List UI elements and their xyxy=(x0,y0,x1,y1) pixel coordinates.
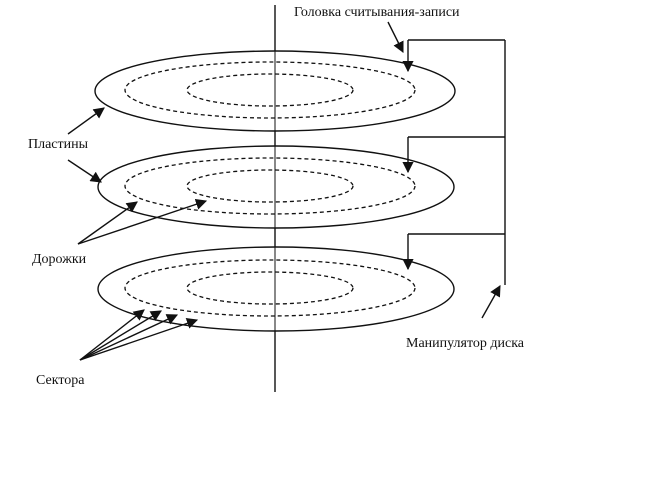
pointer-platter-middle xyxy=(67,159,102,183)
track-inner-bottom xyxy=(186,271,354,305)
pointer-sector-1 xyxy=(79,309,145,361)
pointer-track-outer xyxy=(77,201,138,245)
label-sectors: Сектора xyxy=(36,373,85,388)
track-inner-middle xyxy=(186,169,354,203)
pointer-sector-4 xyxy=(79,317,199,361)
track-outer-middle xyxy=(124,157,416,215)
pointer-sector-3 xyxy=(79,314,179,361)
pointer-head xyxy=(387,21,404,54)
platter-top xyxy=(94,50,456,132)
track-outer-top xyxy=(124,61,416,119)
pointer-sector-2 xyxy=(79,310,162,361)
label-head: Головка считывания-записи xyxy=(294,5,460,20)
pointer-platter-top xyxy=(67,107,105,135)
pointer-actuator xyxy=(481,285,501,319)
pointer-track-inner xyxy=(77,198,208,245)
label-tracks: Дорожки xyxy=(32,252,87,267)
platter-bottom xyxy=(97,246,455,332)
track-outer-bottom xyxy=(124,259,416,317)
label-actuator: Манипулятор диска xyxy=(406,336,525,351)
track-inner-top xyxy=(186,73,354,107)
label-platters: Пластины xyxy=(28,137,89,152)
actuator-arm xyxy=(402,39,506,285)
platter-middle xyxy=(97,145,455,229)
